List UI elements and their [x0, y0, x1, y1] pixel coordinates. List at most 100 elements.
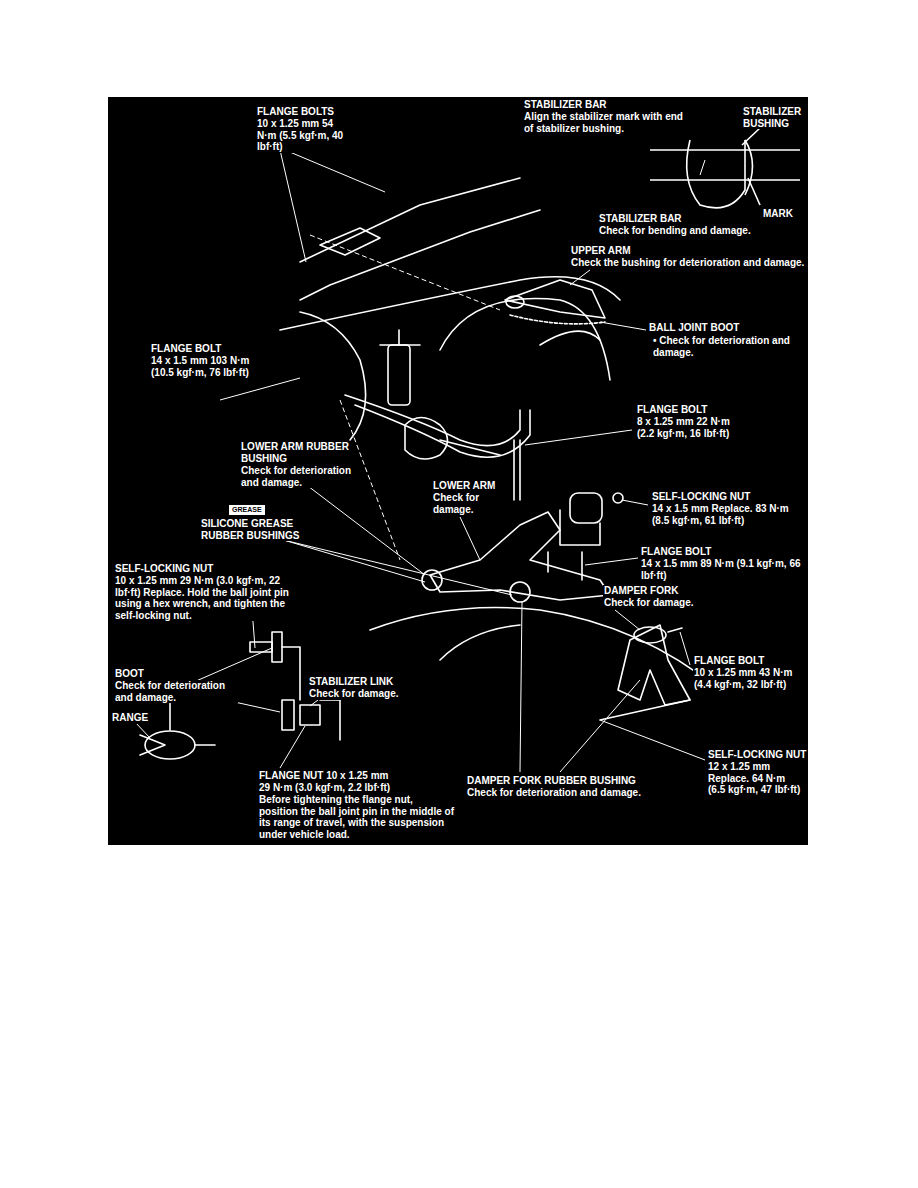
damper-top	[380, 330, 420, 345]
leader-line	[600, 720, 705, 760]
callout-label: Before tightening the flange nut, positi…	[258, 794, 455, 840]
ball-joint	[145, 731, 195, 759]
leader-line	[622, 500, 648, 505]
callout-label: STABILIZER LINK	[308, 676, 394, 688]
leader-line	[600, 322, 646, 330]
callout-label: FLANGE BOLT	[150, 343, 222, 355]
damper	[388, 345, 410, 405]
leader-line	[560, 680, 640, 772]
bushing-bracket	[560, 510, 600, 545]
stabilizer-bar	[355, 405, 530, 457]
callout-label: BALL JOINT BOOT	[648, 322, 740, 334]
stabilizer-link	[514, 440, 520, 500]
callout-label: Align the stabilizer mark with end of st…	[523, 111, 695, 134]
callout-label: 8 x 1.25 mm 22 N·m (2.2 kgf·m, 16 lbf·ft…	[636, 416, 738, 439]
wheel-arc	[440, 625, 520, 660]
stabilizer-bar-tube	[650, 150, 800, 180]
callout-label: FLANGE BOLTS	[256, 106, 335, 118]
link-nut	[250, 642, 272, 652]
callout-label: DAMPER FORK	[603, 585, 679, 597]
leader-line	[280, 726, 305, 768]
callout-label: Check for deterioration and damage.	[114, 680, 238, 703]
upper-arm-bushing	[506, 296, 524, 308]
black-ground	[108, 97, 808, 845]
fork-bolt	[668, 628, 682, 632]
fender-arch	[300, 312, 366, 440]
callout-label: • Check for deterioration and damage.	[652, 335, 804, 358]
callout-label: 14 x 1.5 mm Replace. 83 N·m (8.5 kgf·m, …	[651, 503, 803, 526]
leader-line	[570, 270, 590, 285]
callout-label: 10 x 1.25 mm 29 N·m (3.0 kgf·m, 22 lbf·f…	[114, 575, 301, 621]
callout-label: 12 x 1.25 mm Replace. 64 N·m (6.5 kgf·m,…	[707, 761, 805, 796]
link-bracket	[320, 700, 340, 740]
callout-label: 14 x 1.5 mm 89 N·m (9.1 kgf·m, 66 lbf·ft…	[640, 558, 802, 581]
callout-label: STABILIZER BAR	[523, 99, 608, 111]
stabilizer-link	[282, 647, 300, 700]
range-arrows	[140, 735, 165, 755]
callout-label: FLANGE BOLT	[693, 655, 765, 667]
callout-label: FLANGE NUT 10 x 1.25 mm	[258, 770, 389, 782]
wheel-house	[440, 299, 610, 380]
upper-arm	[505, 280, 605, 318]
link-boot	[272, 632, 282, 662]
callout-label: STABILIZER BAR	[598, 213, 683, 225]
callout-label: LOWER ARM	[432, 480, 496, 492]
leader-line	[280, 150, 306, 262]
callout-label: SELF-LOCKING NUT	[651, 491, 751, 503]
callout-label: FLANGE BOLT	[640, 546, 712, 558]
nut	[613, 493, 623, 503]
link-boot	[282, 700, 294, 730]
leader-line	[460, 517, 480, 560]
leader-line	[680, 632, 690, 665]
lower-arm-bushing	[422, 570, 442, 590]
leader-line	[310, 235, 500, 310]
compliance-bushing	[570, 493, 602, 523]
callout-label: BOOT	[114, 668, 145, 680]
callout-label: MARK	[762, 208, 794, 220]
ball-pin-stud	[195, 744, 215, 746]
leader-line	[220, 378, 300, 400]
callout-label: LOWER ARM RUBBER BUSHING	[240, 441, 354, 464]
callout-label: Check for damage.	[308, 688, 399, 700]
callout-label: Check for bending and damage.	[598, 225, 770, 237]
callout-label: SILICONE GREASE RUBBER BUSHINGS	[200, 518, 314, 541]
leader-line	[742, 128, 760, 145]
callout-label: FLANGE BOLT	[636, 404, 708, 416]
body-panel	[300, 210, 540, 300]
leader-line	[525, 430, 632, 445]
callout-label: Check the bushing for deterioration and …	[570, 257, 808, 269]
leader-line	[285, 150, 385, 192]
wheel-arc	[370, 608, 720, 691]
leader-line	[615, 610, 640, 630]
callout-label: Check for damage.	[432, 492, 496, 515]
callout-label: DAMPER FORK RUBBER BUSHING	[466, 775, 637, 787]
link-nut	[300, 705, 320, 725]
callout-label: 29 N·m (3.0 kgf·m, 2.2 lbf·ft)	[258, 782, 391, 794]
bolts	[548, 552, 582, 580]
callout-label: 10 x 1.25 mm 54 N·m (5.5 kgf·m, 40 lbf·f…	[256, 118, 356, 153]
callout-label: Check for deterioration and damage.	[466, 787, 668, 799]
leader-line	[300, 480, 425, 575]
drive-shaft	[440, 440, 500, 455]
wheel-house	[540, 331, 600, 345]
leader-line	[310, 700, 318, 706]
callout-label: SELF-LOCKING NUT	[114, 563, 214, 575]
grease-tag: GREASE	[229, 505, 265, 515]
lower-arm	[430, 512, 610, 600]
ball-pin	[169, 700, 171, 730]
body-panel	[300, 178, 520, 262]
callout-label: Check for deterioration and damage.	[240, 465, 364, 488]
leader-line	[700, 160, 705, 175]
leader-line	[135, 722, 150, 738]
callout-label: Check for damage.	[603, 597, 694, 609]
lower-arm-bushing	[510, 582, 530, 602]
callout-label: RANGE	[111, 712, 149, 724]
callout-label: STABILIZER BUSHING	[742, 106, 806, 129]
ball-joint-boot	[510, 315, 605, 324]
shaft-boot	[405, 418, 448, 460]
callout-label: 10 x 1.25 mm 43 N·m (4.4 kgf·m, 32 lbf·f…	[693, 667, 800, 690]
leader-line	[520, 602, 522, 772]
leader-line	[585, 558, 638, 565]
